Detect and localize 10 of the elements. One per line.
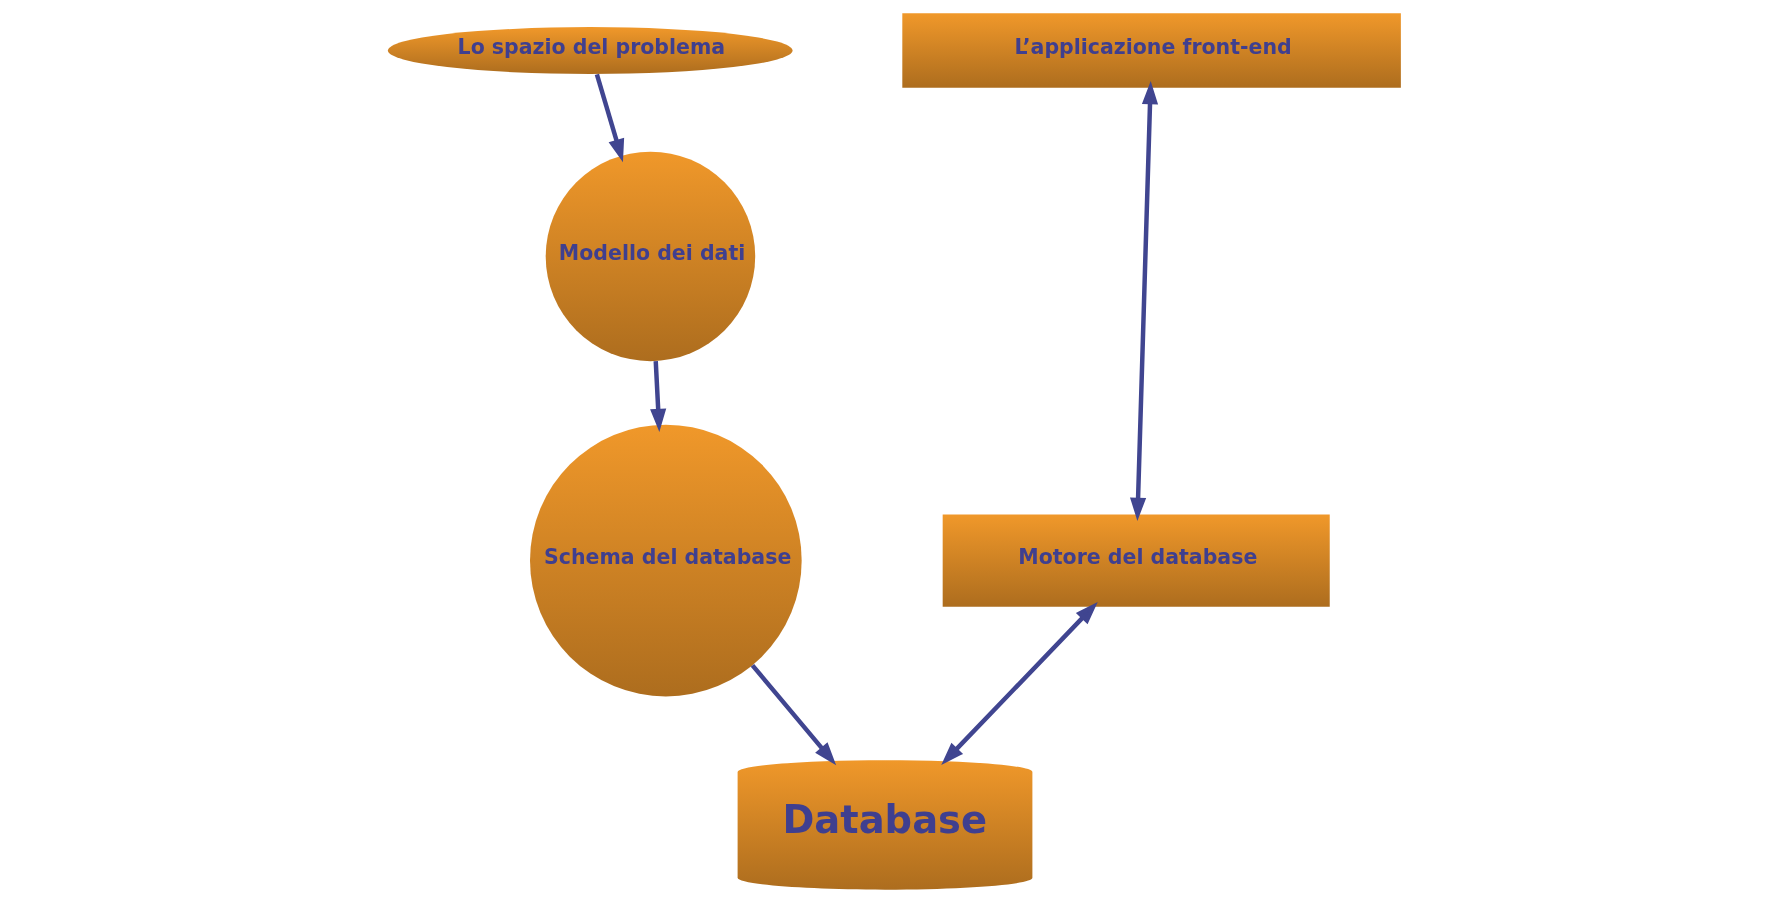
arrow xyxy=(941,601,1098,766)
node-box: L’applicazione front-end xyxy=(902,13,1401,88)
node-circle: Schema del database xyxy=(530,424,802,697)
arrow xyxy=(750,663,837,766)
arrow xyxy=(1130,81,1159,521)
arrow xyxy=(594,73,625,163)
node-ellipse: Lo spazio del problema xyxy=(387,27,793,74)
node-circle: Modello dei dati xyxy=(545,151,756,362)
node-box: Motore del database xyxy=(942,514,1330,607)
arrow xyxy=(650,360,667,432)
